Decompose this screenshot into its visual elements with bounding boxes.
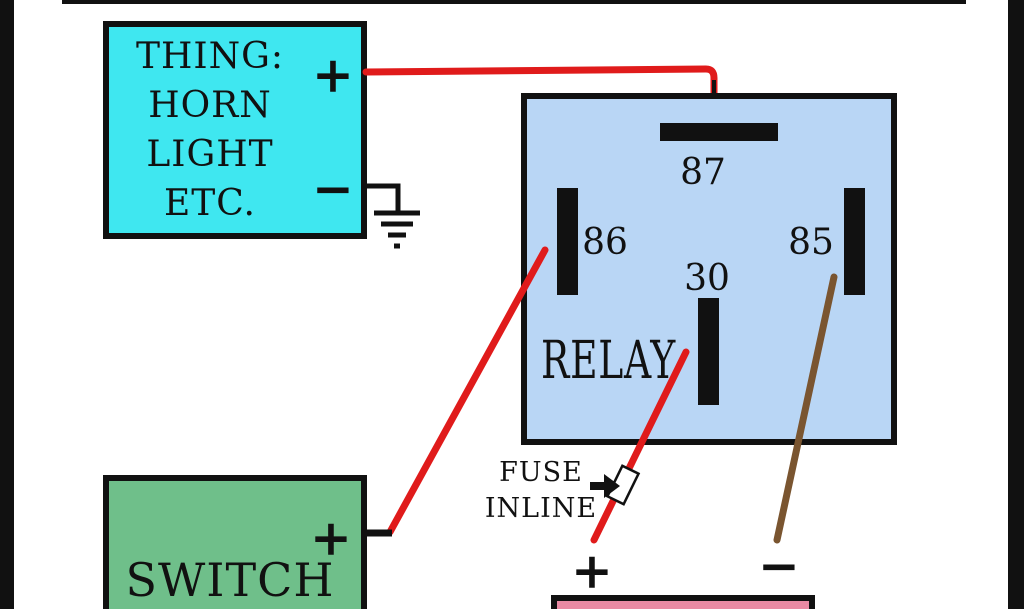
battery: + − — [551, 536, 815, 609]
battery-negative-sign: − — [758, 536, 800, 595]
battery-rect — [551, 595, 815, 609]
relay-pin-86-label: 86 — [582, 222, 628, 263]
thing-box-rect — [103, 21, 367, 239]
frame-right-edge — [1008, 0, 1024, 609]
relay-pin-87-terminal — [660, 123, 778, 141]
relay-box: 87 86 85 30 RELAY — [521, 93, 897, 445]
thing-negative-sign: − — [312, 159, 354, 218]
frame-top-line — [62, 0, 966, 4]
fuse-label-line-1: FUSE — [499, 457, 583, 488]
thing-label-line-3: LIGHT — [146, 134, 273, 175]
frame-left-edge — [0, 0, 14, 609]
switch-box-rect — [103, 475, 367, 609]
relay-pin-87-label: 87 — [680, 152, 726, 193]
ground-icon — [364, 183, 420, 249]
relay-pin-85-label: 85 — [788, 222, 834, 263]
wire-relay-86-to-switch — [386, 246, 549, 536]
battery-positive-sign: + — [571, 541, 613, 600]
thing-label-line-1: THING: — [136, 36, 284, 77]
relay-pin-30-label: 30 — [684, 258, 730, 299]
switch-positive-sign: + — [310, 508, 352, 567]
relay-pin-86-terminal — [557, 188, 578, 295]
relay-pin-30-terminal — [698, 298, 719, 405]
thing-box: THING: HORN LIGHT ETC. + − — [103, 21, 367, 239]
switch-box: + SWITCH — [103, 475, 392, 609]
inline-fuse: FUSE INLINE — [485, 457, 641, 524]
fuse-icon — [605, 464, 641, 506]
wire-thing-to-relay-87 — [362, 65, 718, 99]
relay-pin-85-terminal — [844, 188, 865, 295]
thing-positive-sign: + — [312, 45, 354, 104]
wire-relay-30-to-battery-positive — [590, 348, 690, 544]
wire-relay-85-to-battery-negative — [773, 273, 838, 544]
thing-label-line-4: ETC. — [164, 183, 256, 224]
thing-label-line-2: HORN — [148, 85, 272, 126]
switch-title: SWITCH — [126, 553, 335, 607]
fuse-label-line-2: INLINE — [485, 493, 597, 524]
fuse-pointer-arrow-icon — [590, 474, 620, 498]
relay-title: RELAY — [541, 331, 676, 391]
